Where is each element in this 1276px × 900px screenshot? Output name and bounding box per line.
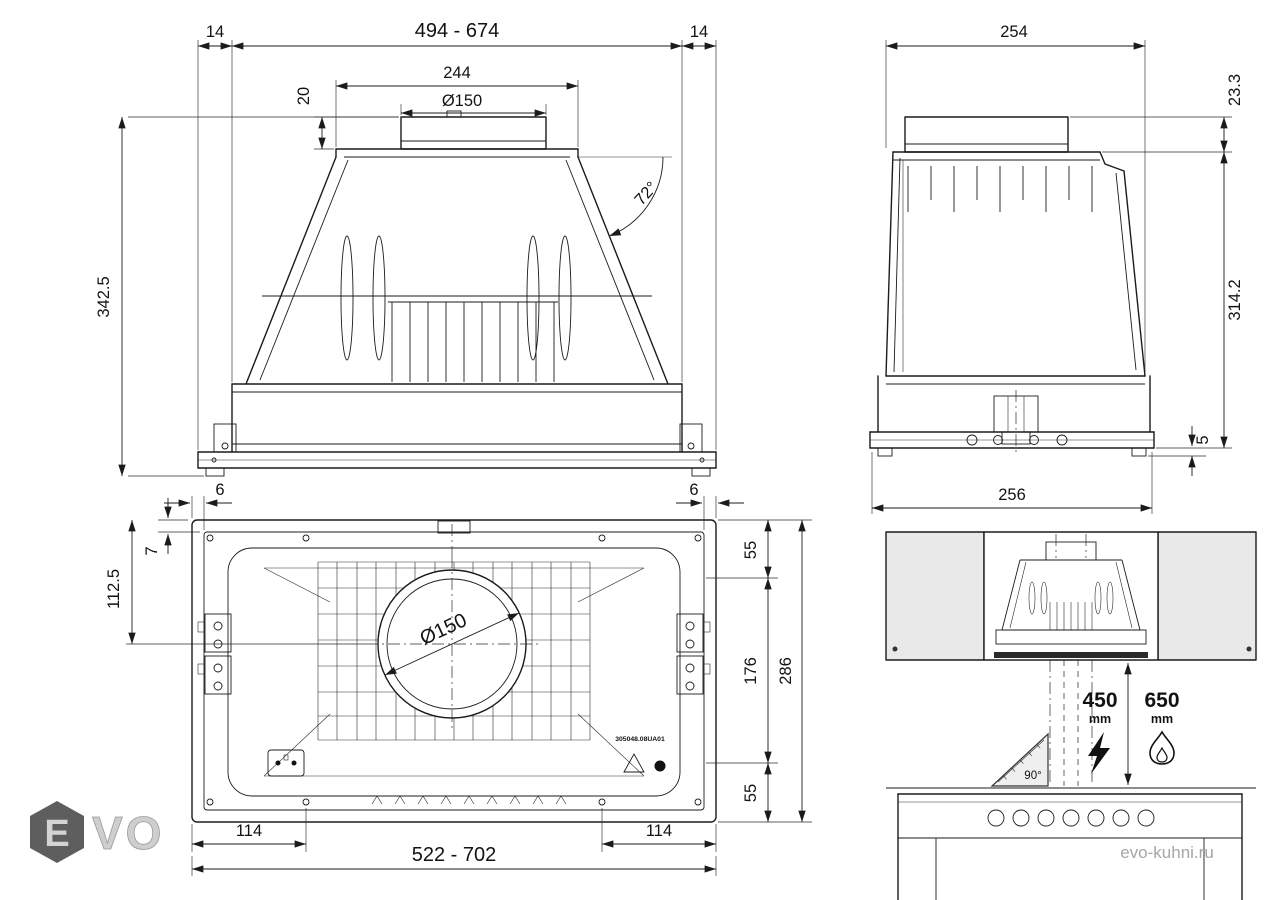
dim-front-duct-height: 20	[295, 87, 313, 105]
clearance-annotation: 450 mm 650 mm	[1049, 660, 1180, 786]
part-number-label: 305048.08UA01	[615, 736, 665, 743]
recycle-triangle-icon	[623, 753, 645, 773]
dim-front-overhang-left: 14	[206, 23, 224, 41]
cabinet-left-door	[885, 531, 985, 661]
marking-icons: 305048.08UA01	[615, 736, 666, 773]
front-view-dimensions: 14 494 - 674 14 244 Ø150 20 342.5 72°	[95, 20, 717, 477]
evo-logo: E VO	[30, 801, 164, 863]
door-handle-left	[892, 646, 898, 652]
lightning-icon	[1088, 732, 1110, 774]
vent-tabs	[371, 795, 567, 805]
dim-side-bottom-depth: 256	[998, 486, 1026, 504]
dim-bottom-depth: 286	[777, 657, 795, 685]
dim-front-angle: 72°	[631, 178, 661, 209]
bottom-view-dimensions: 6 6 7 112.5 55 176 55 286 114 114 522 - …	[105, 481, 812, 876]
dim-bottom-hole-spacing: 176	[742, 657, 760, 685]
gas-clearance-value: 650	[1144, 689, 1179, 712]
side-view-dimensions: 254 23.3 314.2 5 256	[871, 23, 1244, 514]
dim-side-body-height: 314.2	[1226, 279, 1244, 320]
bottom-view: Ø150 305048.08UA01	[105, 481, 812, 876]
cabinet-right-door	[1157, 531, 1257, 661]
evo-logo-text: VO	[92, 807, 164, 859]
side-view: 254 23.3 314.2 5 256	[869, 23, 1244, 514]
flame-icon	[1149, 730, 1175, 765]
dim-bottom-rim-front: 7	[143, 546, 161, 555]
dim-bottom-margin-left: 114	[236, 822, 262, 840]
evo-logo-hexagon	[30, 801, 84, 863]
dim-front-duct-diameter: Ø150	[442, 92, 482, 110]
bottom-view-outline	[191, 519, 717, 823]
dim-bottom-rim-left: 6	[215, 481, 224, 499]
door-handle-right	[1246, 646, 1252, 652]
dim-front-overhang-right: 14	[690, 23, 708, 41]
dim-front-total-height: 342.5	[95, 276, 113, 317]
dim-bottom-width-range: 522 - 702	[412, 844, 497, 866]
evo-logo-letter: E	[44, 813, 69, 855]
gas-clearance-unit: mm	[1151, 712, 1173, 726]
power-socket-icon	[267, 749, 305, 777]
front-view-outline	[197, 110, 717, 477]
right-angle-label: 90°	[1024, 770, 1041, 782]
electric-clearance-value: 450	[1082, 689, 1117, 712]
duct-hole: Ø150	[366, 524, 538, 732]
dim-bottom-duct-center: 112.5	[105, 569, 123, 609]
hood-bottom-band	[994, 652, 1148, 658]
mounting-brackets	[197, 613, 711, 695]
dim-front-top-plate-width: 244	[443, 64, 471, 82]
dim-bottom-hole-front: 55	[742, 541, 760, 559]
set-square-icon: 90°	[990, 732, 1049, 787]
cooktop	[886, 787, 1256, 900]
dim-bottom-hole-rear: 55	[742, 784, 760, 802]
mini-hood	[994, 534, 1148, 658]
front-view: 14 494 - 674 14 244 Ø150 20 342.5 72°	[95, 20, 717, 477]
dim-bottom-margin-right: 114	[646, 822, 672, 840]
dim-bottom-rim-right: 6	[689, 481, 698, 499]
dim-side-duct-height: 23.3	[1226, 74, 1244, 106]
dot-icon	[654, 760, 666, 772]
electric-clearance-unit: mm	[1089, 712, 1111, 726]
dim-front-width-range: 494 - 674	[415, 20, 500, 42]
cabinet-hood-section	[983, 531, 1159, 661]
dim-side-flange-height: 5	[1194, 435, 1212, 444]
installation-view: 450 mm 650 mm 90°	[885, 531, 1257, 900]
side-view-outline	[869, 116, 1155, 457]
dim-side-top-depth: 254	[1000, 23, 1028, 41]
site-watermark: evo-kuhni.ru	[1120, 843, 1214, 862]
